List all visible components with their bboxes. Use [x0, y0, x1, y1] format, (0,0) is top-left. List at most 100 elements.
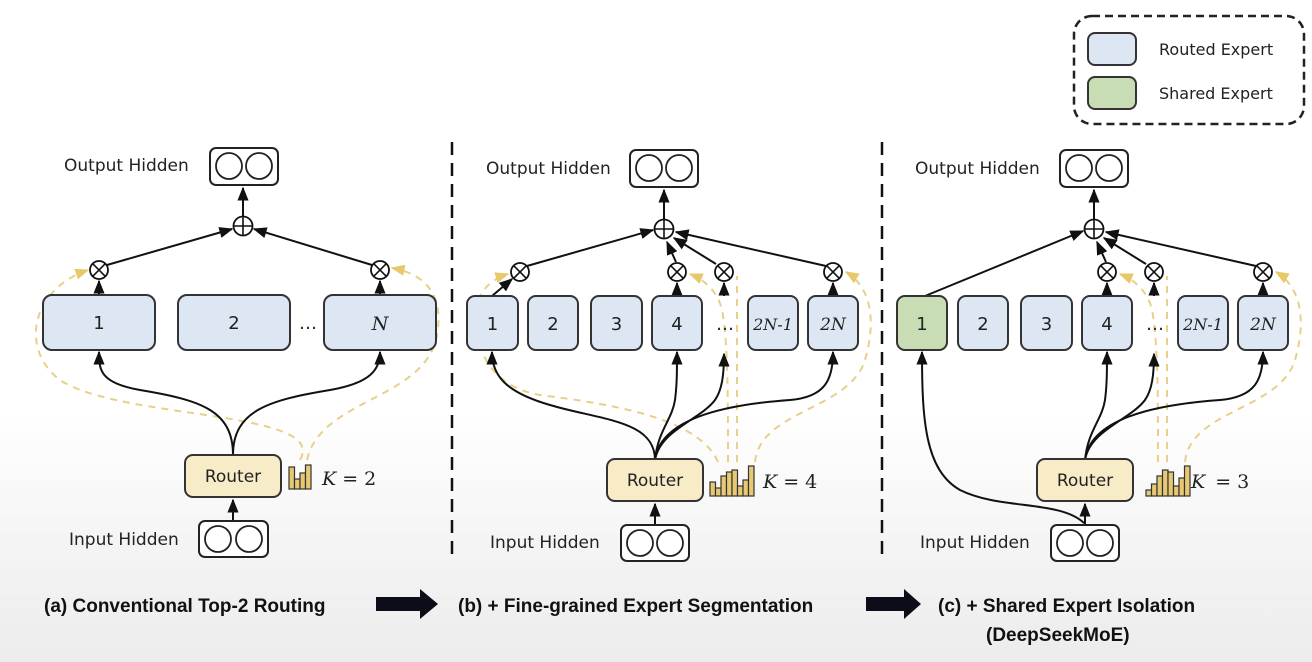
expert-label: 1 — [93, 313, 104, 334]
expert-label: 2N — [1249, 315, 1277, 335]
panel-c: Output Hidden — [896, 149, 1302, 562]
shared-expert-box: 1 — [896, 295, 948, 351]
route-path — [1084, 350, 1113, 461]
expert-box: 1 — [466, 295, 519, 351]
expert-label: 2 — [977, 314, 988, 335]
histogram-bar — [288, 466, 296, 490]
histogram-bar — [720, 475, 728, 497]
input-hidden-vector — [620, 524, 690, 562]
arrow — [106, 227, 234, 266]
gate-path — [754, 271, 872, 463]
expert-box: N — [323, 294, 437, 351]
histogram-bar — [1172, 485, 1180, 497]
histogram-bar — [736, 485, 744, 497]
legend-label-routed: Routed Expert — [1159, 40, 1273, 59]
shared-path — [916, 350, 1085, 524]
expert-label: 2 — [228, 313, 239, 334]
panel-a: Output Hidden 1 — [34, 147, 440, 558]
router-label: Router — [627, 471, 683, 491]
k-label: K= 2 — [321, 468, 376, 490]
expert-box: 2 — [957, 295, 1009, 351]
route-path — [654, 350, 683, 461]
histogram-bar — [1156, 475, 1164, 497]
multiply-icon — [1144, 262, 1164, 282]
caption-c-subtitle: (DeepSeekMoE) — [986, 625, 1130, 646]
expert-label: 2N — [819, 315, 847, 335]
expert-box: 2N-1 — [1177, 295, 1229, 351]
route-path — [486, 350, 656, 461]
arrow — [674, 229, 827, 267]
arrow — [1102, 237, 1147, 265]
route-path — [232, 350, 386, 456]
expert-label: 4 — [671, 314, 682, 335]
expert-box: 1 — [42, 294, 156, 351]
gate-path — [688, 273, 729, 463]
ellipsis: … — [1146, 314, 1164, 335]
arrow — [666, 240, 678, 263]
histogram-bar — [304, 464, 312, 490]
histogram-bar — [1183, 465, 1191, 497]
sum-icon — [232, 215, 254, 237]
legend: Routed Expert Shared Expert — [1072, 14, 1306, 126]
arrow — [1096, 240, 1108, 263]
expert-box: 2N — [1237, 295, 1289, 351]
expert-box: 4 — [1081, 295, 1133, 351]
legend-label-shared: Shared Expert — [1159, 84, 1273, 103]
progression-arrow-icon — [866, 589, 921, 619]
expert-label: N — [371, 313, 390, 335]
route-path — [1084, 350, 1269, 461]
router: Router — [606, 458, 704, 502]
histogram-bar — [709, 481, 717, 497]
arrow — [252, 227, 373, 266]
arrow — [526, 228, 655, 267]
output-hidden-vector — [629, 149, 699, 188]
legend-border — [1072, 14, 1306, 126]
route-path — [654, 352, 730, 461]
expert-label: 1 — [916, 314, 927, 335]
expert-label: 3 — [611, 314, 622, 335]
histogram-icon — [288, 464, 312, 490]
multiply-icon — [89, 260, 109, 280]
route-path — [93, 350, 234, 456]
router: Router — [184, 454, 282, 498]
caption-a: (a) Conventional Top-2 Routing — [44, 596, 325, 617]
k-label: K= 4 — [762, 471, 817, 493]
k-label: K= 3 — [1190, 471, 1249, 493]
gate-path — [306, 264, 440, 461]
expert-box: 3 — [1020, 295, 1073, 351]
input-hidden-vector — [1050, 524, 1120, 562]
histogram-icon — [1145, 465, 1191, 497]
expert-label: 2N-1 — [1182, 315, 1223, 334]
expert-box: 2N-1 — [747, 295, 799, 351]
output-hidden-vector — [1059, 149, 1129, 188]
panel-b: Output Hidden — [466, 149, 872, 562]
arrow — [1104, 229, 1257, 267]
histogram-bar — [293, 478, 301, 490]
histogram-bar — [742, 479, 750, 497]
histogram-bar — [747, 465, 755, 497]
output-hidden-vector — [209, 147, 279, 186]
output-hidden-label: Output Hidden — [915, 159, 1040, 179]
expert-box: 2 — [527, 295, 579, 351]
histogram-icon — [709, 465, 755, 497]
expert-label: 4 — [1101, 314, 1112, 335]
expert-box: 4 — [651, 295, 703, 351]
histogram-bar — [714, 487, 722, 497]
histogram-bar — [299, 472, 307, 490]
multiply-icon — [370, 260, 390, 280]
expert-label: 2 — [547, 314, 558, 335]
expert-box: 2N — [807, 295, 859, 351]
histogram-bar — [1161, 469, 1169, 497]
histogram-bar — [1167, 471, 1175, 497]
multiply-icon — [1253, 262, 1273, 282]
gate-path — [1184, 271, 1302, 463]
output-hidden-label: Output Hidden — [64, 156, 189, 176]
router-label: Router — [205, 467, 261, 487]
expert-label: 3 — [1041, 314, 1052, 335]
sum-icon — [1083, 218, 1105, 240]
multiply-icon — [510, 262, 530, 282]
ellipsis: … — [299, 313, 317, 334]
multiply-icon — [1097, 262, 1117, 282]
route-path — [1084, 352, 1160, 461]
legend-swatch-routed — [1087, 32, 1137, 66]
